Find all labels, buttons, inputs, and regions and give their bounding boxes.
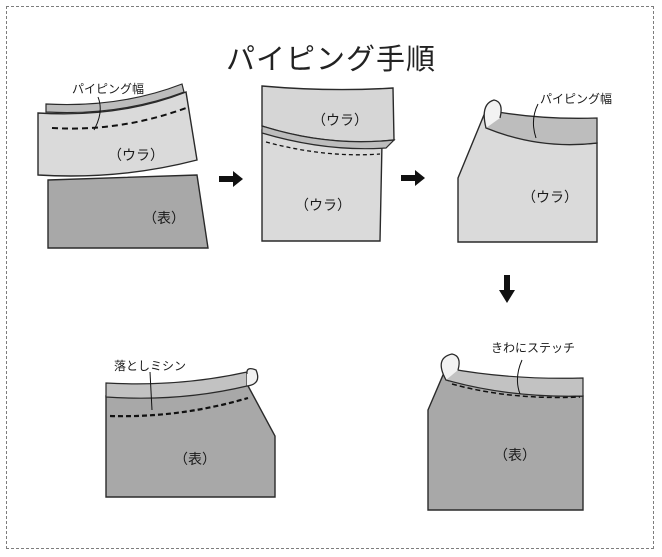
step-1: パイピング幅 （ウラ） （表）: [37, 81, 209, 249]
step2-stitch-line: [265, 141, 381, 156]
step-2: （ウラ） （ウラ）: [261, 85, 396, 242]
label-piping-width-3: パイピング幅: [540, 91, 612, 106]
step4-stitch-line: [109, 396, 249, 418]
step1-front-body: [47, 174, 209, 249]
label-omote-4: （表）: [174, 452, 216, 468]
label-omote-1: （表）: [143, 211, 185, 227]
step-5: きわにステッチ （表）: [427, 341, 584, 511]
step5-stitch-line: [451, 383, 581, 399]
step-4: 落としミシン （表）: [105, 359, 276, 498]
label-ura-2b: （ウラ）: [295, 198, 351, 214]
step1-stitch-line: [51, 107, 187, 130]
step4-fold-loop: [246, 368, 259, 387]
label-piping-width-1: パイピング幅: [72, 81, 144, 96]
label-ura-2a: （ウラ）: [312, 113, 368, 129]
label-ura-3: （ウラ）: [522, 190, 578, 206]
step4-front-body: [105, 383, 276, 498]
step-3: パイピング幅 （ウラ）: [457, 91, 612, 243]
step5-fold-loop: [440, 353, 460, 381]
arrow-right-icon: [219, 171, 243, 187]
label-ura-1: （ウラ）: [108, 148, 164, 164]
step5-leader: [516, 359, 523, 395]
step1-piping-strip: [45, 83, 185, 114]
arrow-down-icon: [499, 275, 515, 303]
dashed-frame: [6, 6, 654, 549]
label-otoshi-mishin: 落としミシン: [114, 359, 186, 373]
step2-piping-strip: [261, 125, 396, 150]
label-omote-5: （表）: [494, 448, 536, 464]
step4-leader: [149, 371, 153, 411]
arrow-right-icon: [401, 170, 425, 186]
step3-piping-band: [485, 109, 598, 146]
step5-piping-band: [445, 367, 584, 397]
step3-fold-loop: [483, 99, 502, 129]
label-kiwa-stitch: きわにステッチ: [491, 341, 575, 355]
step1-leader: [93, 96, 101, 131]
step3-leader: [532, 103, 539, 139]
diagram-title: パイピング手順: [225, 42, 436, 76]
step1-back-facing: [37, 91, 198, 177]
